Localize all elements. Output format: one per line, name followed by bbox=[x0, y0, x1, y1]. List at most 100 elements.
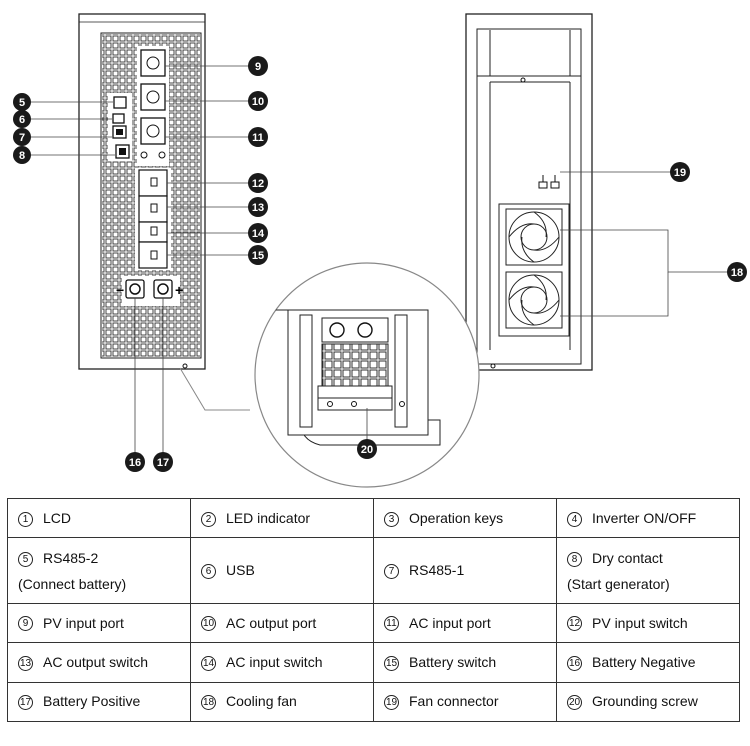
legend-cell: 2 LED indicator bbox=[190, 497, 374, 539]
svg-text:12: 12 bbox=[252, 178, 264, 190]
legend-cell: 9 PV input port bbox=[7, 602, 191, 644]
legend-cell: 12 PV input switch bbox=[556, 602, 740, 644]
svg-text:20: 20 bbox=[361, 444, 373, 456]
svg-text:7: 7 bbox=[19, 132, 25, 144]
callout-17: 17 bbox=[153, 452, 173, 472]
svg-text:8: 8 bbox=[19, 150, 25, 162]
legend-label: RS485-1 bbox=[409, 562, 465, 579]
legend-label: Battery Positive bbox=[43, 693, 141, 710]
callout-5: 5 bbox=[13, 93, 31, 111]
legend-cell: 15 Battery switch bbox=[373, 642, 557, 683]
legend-number: 9 bbox=[18, 616, 33, 632]
legend-number: 1 bbox=[18, 511, 33, 527]
breaker-switches bbox=[135, 168, 171, 270]
callout-14: 14 bbox=[248, 223, 268, 243]
legend-table: 1 LCD 2 LED indicator 3 Operation keys 4 Inv… bbox=[7, 497, 740, 723]
legend-number: 16 bbox=[567, 655, 582, 671]
callout-13: 13 bbox=[248, 197, 268, 217]
legend-cell: 19 Fan connector bbox=[373, 681, 557, 723]
callout-10: 10 bbox=[248, 91, 268, 111]
legend-label: Operation keys bbox=[409, 509, 504, 526]
legend-number: 17 bbox=[18, 695, 33, 711]
legend-cell: 10 AC output port bbox=[190, 602, 374, 644]
svg-text:18: 18 bbox=[731, 267, 743, 279]
legend-number: 2 bbox=[201, 511, 216, 527]
svg-text:6: 6 bbox=[19, 114, 25, 126]
callouts: 5 6 7 8 9 10 11 12 13 14 15 16 17 18 19 … bbox=[13, 56, 747, 472]
inverter-bottom-panel: − + bbox=[78, 13, 206, 370]
legend-label: AC output port bbox=[226, 614, 317, 631]
legend-label: Fan connector bbox=[409, 693, 499, 710]
legend-label: Battery switch bbox=[409, 654, 497, 671]
legend-cell: 3 Operation keys bbox=[373, 497, 557, 539]
battery-terminals: − + bbox=[116, 276, 183, 306]
legend-number: 7 bbox=[384, 564, 399, 580]
legend-cell: 7 RS485-1 bbox=[373, 537, 557, 604]
legend-label: Cooling fan bbox=[226, 693, 297, 710]
legend-sublabel: (Start generator) bbox=[567, 575, 670, 592]
legend-label: Grounding screw bbox=[592, 693, 698, 710]
svg-text:14: 14 bbox=[252, 228, 265, 240]
legend-label: Inverter ON/OFF bbox=[592, 509, 697, 526]
svg-text:9: 9 bbox=[255, 61, 261, 73]
leader-lines bbox=[30, 65, 730, 455]
svg-text:19: 19 bbox=[674, 167, 686, 179]
legend-number: 3 bbox=[384, 511, 399, 527]
legend-cell: 16 Battery Negative bbox=[556, 642, 740, 683]
legend-cell: 18 Cooling fan bbox=[190, 681, 374, 723]
callout-19: 19 bbox=[670, 162, 690, 182]
svg-text:11: 11 bbox=[252, 132, 264, 144]
inverter-diagram: − + bbox=[13, 13, 747, 488]
cooling-fan-top bbox=[505, 208, 563, 266]
legend-number: 8 bbox=[567, 551, 582, 567]
legend-label: AC input switch bbox=[226, 654, 323, 671]
legend-sublabel: (Connect battery) bbox=[18, 575, 127, 592]
legend-cell: 20 Grounding screw bbox=[556, 681, 740, 723]
legend-number: 19 bbox=[384, 695, 399, 711]
fan-connector bbox=[538, 175, 560, 189]
negative-sign: − bbox=[116, 282, 124, 298]
callout-7: 7 bbox=[13, 128, 31, 146]
callout-6: 6 bbox=[13, 110, 31, 128]
legend-label: LCD bbox=[43, 509, 72, 526]
svg-text:10: 10 bbox=[252, 96, 264, 108]
legend-label: USB bbox=[226, 562, 255, 579]
svg-text:15: 15 bbox=[252, 250, 264, 262]
inverter-side-panel bbox=[465, 13, 593, 371]
legend-number: 4 bbox=[567, 511, 582, 527]
legend-cell: 8 Dry contact (Start generator) bbox=[556, 537, 740, 604]
legend-number: 5 bbox=[18, 551, 33, 567]
legend-label: PV input port bbox=[43, 614, 124, 631]
legend-number: 10 bbox=[201, 616, 216, 632]
legend-row: 17 Battery Positive 18 Cooling fan 19 Fan c… bbox=[7, 681, 740, 723]
callout-15: 15 bbox=[248, 245, 268, 265]
callout-20: 20 bbox=[357, 439, 377, 459]
cable-ports bbox=[137, 46, 169, 166]
legend-cell: 1 LCD bbox=[7, 497, 191, 539]
comm-ports bbox=[108, 93, 132, 161]
svg-text:16: 16 bbox=[129, 457, 141, 469]
legend-label: Dry contact bbox=[592, 549, 663, 566]
legend-label: AC input port bbox=[409, 614, 491, 631]
legend-label: LED indicator bbox=[226, 509, 311, 526]
callout-8: 8 bbox=[13, 146, 31, 164]
legend-number: 13 bbox=[18, 655, 33, 671]
legend-label: Battery Negative bbox=[592, 654, 696, 671]
callout-11: 11 bbox=[248, 127, 268, 147]
legend-cell: 17 Battery Positive bbox=[7, 681, 191, 723]
legend-label: PV input switch bbox=[592, 614, 688, 631]
legend-number: 18 bbox=[201, 695, 216, 711]
legend-number: 20 bbox=[567, 695, 582, 711]
legend-row: 1 LCD 2 LED indicator 3 Operation keys 4 Inv… bbox=[7, 497, 740, 539]
cooling-fan-bottom bbox=[505, 271, 563, 329]
legend-number: 15 bbox=[384, 655, 399, 671]
svg-text:17: 17 bbox=[157, 457, 169, 469]
legend-number: 12 bbox=[567, 616, 582, 632]
